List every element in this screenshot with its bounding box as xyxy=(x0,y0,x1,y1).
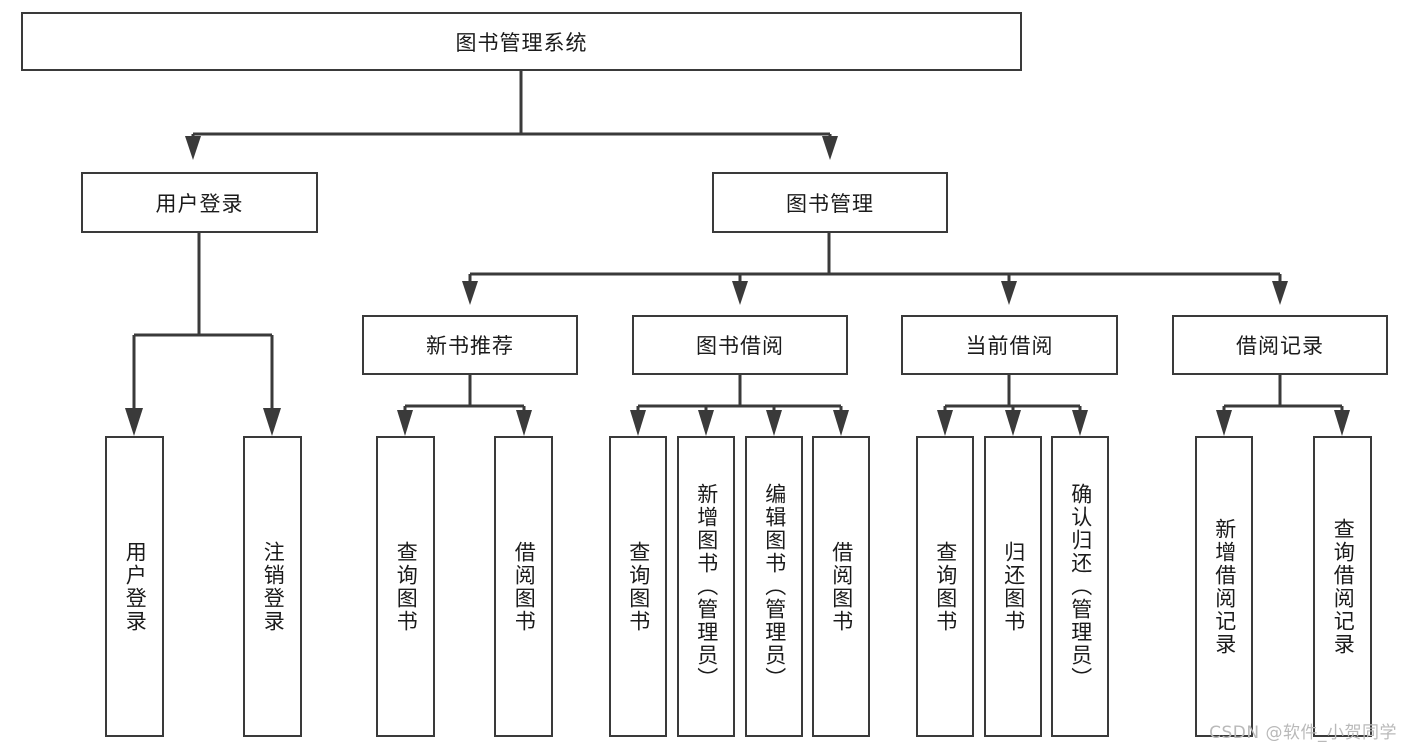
arrow-icon xyxy=(1001,281,1017,305)
node-leaf-add-book[interactable]: 新增图书（管理员） xyxy=(677,436,735,737)
node-leaf-query-record[interactable]: 查询借阅记录 xyxy=(1313,436,1372,737)
arrow-icon xyxy=(516,410,532,436)
node-leaf-borrow-book-2[interactable]: 借阅图书 xyxy=(812,436,870,737)
arrow-icon xyxy=(462,281,478,305)
node-root[interactable]: 图书管理系统 xyxy=(21,12,1022,71)
watermark: CSDN @软件_小贺同学 xyxy=(1209,723,1397,743)
arrow-icon xyxy=(1072,410,1088,436)
arrow-icon xyxy=(937,410,953,436)
node-new-book-recommend[interactable]: 新书推荐 xyxy=(362,315,578,375)
node-borrow-record-label: 借阅记录 xyxy=(1236,334,1324,358)
arrow-icon xyxy=(263,408,281,436)
arrow-icon xyxy=(833,410,849,436)
node-leaf-query-book-3-label: 查询图书 xyxy=(933,540,958,633)
node-leaf-return-book[interactable]: 归还图书 xyxy=(984,436,1042,737)
node-leaf-edit-book-label: 编辑图书（管理员） xyxy=(762,483,787,690)
node-leaf-confirm-return-label: 确认归还（管理员） xyxy=(1068,483,1093,690)
node-leaf-query-book-1[interactable]: 查询图书 xyxy=(376,436,435,737)
arrow-icon xyxy=(125,408,143,436)
node-leaf-add-record[interactable]: 新增借阅记录 xyxy=(1195,436,1253,737)
node-leaf-borrow-book-1[interactable]: 借阅图书 xyxy=(494,436,553,737)
node-leaf-logout-label: 注销登录 xyxy=(261,540,286,633)
node-leaf-query-book-2-label: 查询图书 xyxy=(626,540,651,633)
node-leaf-borrow-book-1-label: 借阅图书 xyxy=(512,540,537,633)
node-leaf-add-record-label: 新增借阅记录 xyxy=(1212,517,1237,656)
node-leaf-borrow-book-2-label: 借阅图书 xyxy=(829,540,854,633)
arrow-icon xyxy=(185,136,201,160)
node-leaf-query-book-1-label: 查询图书 xyxy=(394,540,419,633)
arrow-icon xyxy=(732,281,748,305)
node-leaf-query-book-2[interactable]: 查询图书 xyxy=(609,436,667,737)
node-user-login-label: 用户登录 xyxy=(155,191,244,216)
arrow-icon xyxy=(698,410,714,436)
node-current-borrow-label: 当前借阅 xyxy=(965,334,1054,358)
arrow-icon xyxy=(822,136,838,160)
node-root-label: 图书管理系统 xyxy=(455,30,588,55)
node-book-borrow-label: 图书借阅 xyxy=(696,334,784,358)
node-book-borrow[interactable]: 图书借阅 xyxy=(632,315,848,375)
node-leaf-query-book-3[interactable]: 查询图书 xyxy=(916,436,974,737)
node-new-book-recommend-label: 新书推荐 xyxy=(426,334,514,358)
node-book-management[interactable]: 图书管理 xyxy=(712,172,948,233)
node-borrow-record[interactable]: 借阅记录 xyxy=(1172,315,1388,375)
arrow-icon xyxy=(630,410,646,436)
arrow-icon xyxy=(1334,410,1350,436)
node-book-management-label: 图书管理 xyxy=(786,191,874,216)
node-user-login[interactable]: 用户登录 xyxy=(81,172,318,233)
node-current-borrow[interactable]: 当前借阅 xyxy=(901,315,1118,375)
arrow-icon xyxy=(397,410,413,436)
arrow-icon xyxy=(1272,281,1288,305)
node-leaf-edit-book[interactable]: 编辑图书（管理员） xyxy=(745,436,803,737)
arrow-icon xyxy=(1005,410,1021,436)
node-leaf-user-login-label: 用户登录 xyxy=(123,540,148,633)
node-leaf-logout[interactable]: 注销登录 xyxy=(243,436,302,737)
node-leaf-query-record-label: 查询借阅记录 xyxy=(1331,517,1356,656)
node-leaf-return-book-label: 归还图书 xyxy=(1001,540,1026,633)
arrow-icon xyxy=(766,410,782,436)
node-leaf-add-book-label: 新增图书（管理员） xyxy=(694,483,719,690)
node-leaf-confirm-return[interactable]: 确认归还（管理员） xyxy=(1051,436,1109,737)
arrow-icon xyxy=(1216,410,1232,436)
node-leaf-user-login[interactable]: 用户登录 xyxy=(105,436,164,737)
